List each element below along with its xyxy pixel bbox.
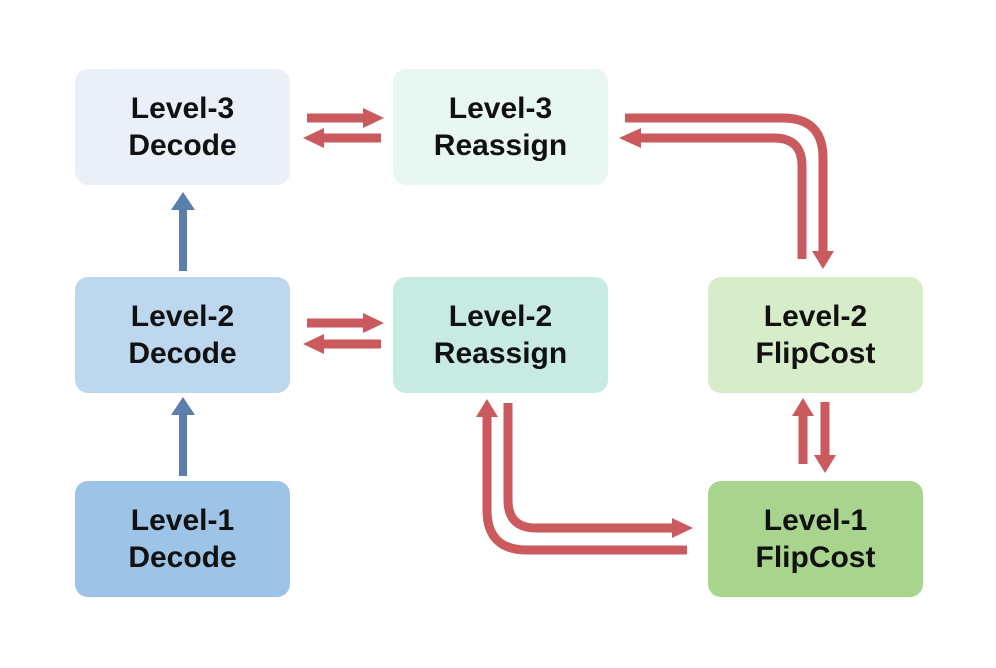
arrowhead-right <box>363 313 384 333</box>
arrow-l2flipcost-to-l1flipcost <box>814 402 836 473</box>
arrow-shaft <box>482 417 687 555</box>
arrow-l2decode-to-l2reassign <box>307 313 384 333</box>
node-label-line2: FlipCost <box>755 337 876 370</box>
arrowhead-down <box>814 455 836 473</box>
node-label-line1: Level-2 <box>763 300 868 333</box>
arrowhead-down <box>812 251 834 269</box>
arrow-l3reassign-to-l3decode <box>303 128 381 148</box>
arrowhead-up <box>171 397 195 415</box>
node-label-line1: Level-2 <box>130 300 235 333</box>
node-label-line2: FlipCost <box>755 541 876 574</box>
node-level-2-reassign: Level-2 Reassign <box>393 277 608 393</box>
arrowhead-right <box>363 108 384 128</box>
node-label-line1: Level-3 <box>130 92 235 125</box>
node-level-3-reassign: Level-3 Reassign <box>393 69 608 185</box>
arrow-l2decode-to-l3decode <box>171 192 195 271</box>
node-label-line2: Reassign <box>433 337 568 370</box>
node-label-line2: Reassign <box>433 129 568 162</box>
node-label-line2: Decode <box>128 337 237 370</box>
node-level-1-flipcost: Level-1 FlipCost <box>708 481 923 597</box>
arrow-l2flipcost-to-l3reassign <box>619 128 807 259</box>
arrowhead-left <box>303 128 324 148</box>
arrow-l1flipcost-to-l2reassign <box>476 399 687 555</box>
arrow-shaft <box>625 113 828 252</box>
arrow-shaft <box>503 403 673 533</box>
node-label-line2: Decode <box>128 541 237 574</box>
arrowhead-up <box>171 192 195 210</box>
node-level-3-decode: Level-3 Decode <box>75 69 290 185</box>
node-label-line2: Decode <box>128 129 237 162</box>
node-level-2-flipcost: Level-2 FlipCost <box>708 277 923 393</box>
node-label-line1: Level-3 <box>448 92 553 125</box>
arrowhead-left <box>619 128 641 148</box>
arrow-l3reassign-to-l2flipcost <box>625 113 834 269</box>
arrow-l3decode-to-l3reassign <box>307 108 384 128</box>
arrow-shaft <box>640 133 807 259</box>
arrow-l2reassign-to-l2decode <box>303 334 381 354</box>
node-level-2-decode: Level-2 Decode <box>75 277 290 393</box>
node-label-line1: Level-1 <box>763 504 868 537</box>
arrow-l1decode-to-l2decode <box>171 397 195 476</box>
node-label-line1: Level-2 <box>448 300 553 333</box>
node-label-line1: Level-1 <box>130 504 235 537</box>
arrowhead-up <box>792 398 814 416</box>
arrow-l2reassign-to-l1flipcost <box>503 403 693 538</box>
arrow-l1flipcost-to-l2flipcost <box>792 398 814 464</box>
arrowhead-right <box>672 518 693 538</box>
arrowhead-left <box>303 334 324 354</box>
arrowhead-up <box>476 399 498 417</box>
node-level-1-decode: Level-1 Decode <box>75 481 290 597</box>
